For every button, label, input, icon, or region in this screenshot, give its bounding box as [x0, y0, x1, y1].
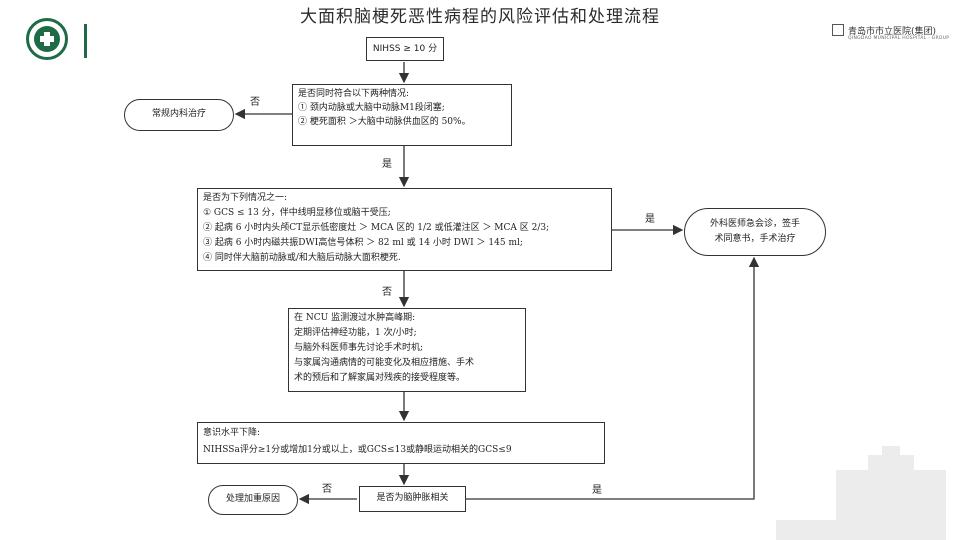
label-yes-3: 是	[592, 485, 602, 496]
monitor-line: 定期评估神经功能，1 次/小时;	[294, 328, 417, 338]
header-divider	[84, 24, 87, 58]
q2-line: ③ 起病 6 小时内磁共振DWI高信号体积 ＞ 82 ml 或 14 小时 DW…	[203, 238, 523, 248]
label-yes-2: 是	[645, 214, 655, 225]
page-title: 大面积脑梗死恶性病程的风险评估和处理流程	[300, 7, 660, 27]
q2-line: ④ 同时伴大脑前动脉或/和大脑后动脉大面积梗死.	[203, 253, 401, 263]
hospital-name-en: QINGDAO MUNICIPAL HOSPITAL · GROUP	[848, 36, 950, 41]
other-cause-text: 处理加重原因	[225, 494, 280, 504]
monitor-line: 在 NCU 监测渡过水肿高峰期:	[294, 313, 416, 323]
start-node: NIHSS ≥ 10 分	[366, 37, 444, 61]
question-1-box: 是否同时符合以下两种情况: ① 颈内动脉或大脑中动脉M1段闭塞; ② 梗死面积 …	[292, 84, 512, 146]
monitor-line: 与家属沟通病情的可能变化及相应措施、手术	[294, 358, 475, 368]
q2-line: 是否为下列情况之一:	[203, 193, 288, 203]
surgery-line: 术同意书，手术治疗	[714, 234, 796, 244]
decline-line: 意识水平下降:	[203, 428, 261, 438]
q1-line: 是否同时符合以下两种情况:	[298, 89, 410, 99]
hospital-icon	[832, 24, 844, 36]
label-no-1: 否	[250, 97, 260, 108]
question-2-box: 是否为下列情况之一: ① GCS ≤ 13 分，伴中线明显移位或脑干受压; ② …	[197, 188, 612, 271]
q3-text: 是否为脑肿胀相关	[376, 493, 449, 503]
label-no-3: 否	[322, 484, 332, 495]
decline-line: NIHSSa评分≥1分或增加1分或以上，或GCS≤13或静眼运动相关的GCS≤9	[203, 445, 512, 455]
q1-line: ① 颈内动脉或大脑中动脉M1段闭塞;	[298, 103, 445, 113]
question-3-box: 是否为脑肿胀相关	[359, 486, 466, 512]
routine-treatment-node: 常规内科治疗	[124, 99, 234, 131]
q2-line: ② 起病 6 小时内头颅CT显示低密度灶 ＞ MCA 区的 1/2 或低灌注区 …	[203, 223, 550, 233]
hospital-logo	[26, 18, 68, 60]
surgery-node: 外科医师急会诊，签手 术同意书，手术治疗	[684, 208, 826, 256]
monitor-box: 在 NCU 监测渡过水肿高峰期: 定期评估神经功能，1 次/小时; 与脑外科医师…	[288, 308, 526, 392]
monitor-line: 术的预后和了解家属对残疾的接受程度等。	[294, 373, 466, 383]
start-text: NIHSS ≥ 10 分	[372, 44, 438, 54]
label-yes-1: 是	[382, 159, 392, 170]
label-no-2: 否	[382, 287, 392, 298]
other-cause-node: 处理加重原因	[208, 485, 298, 515]
q2-line: ① GCS ≤ 13 分，伴中线明显移位或脑干受压;	[203, 208, 391, 218]
hospital-name: 青岛市市立医院(集团)	[848, 27, 937, 37]
q1-line: ② 梗死面积 ＞大脑中动脉供血区的 50%。	[298, 117, 471, 127]
monitor-line: 与脑外科医师事先讨论手术时机;	[294, 343, 424, 353]
surgery-line: 外科医师急会诊，签手	[709, 219, 800, 229]
decline-box: 意识水平下降: NIHSSa评分≥1分或增加1分或以上，或GCS≤13或静眼运动…	[197, 422, 605, 464]
logo-emblem	[34, 26, 60, 52]
routine-text: 常规内科治疗	[151, 109, 206, 119]
